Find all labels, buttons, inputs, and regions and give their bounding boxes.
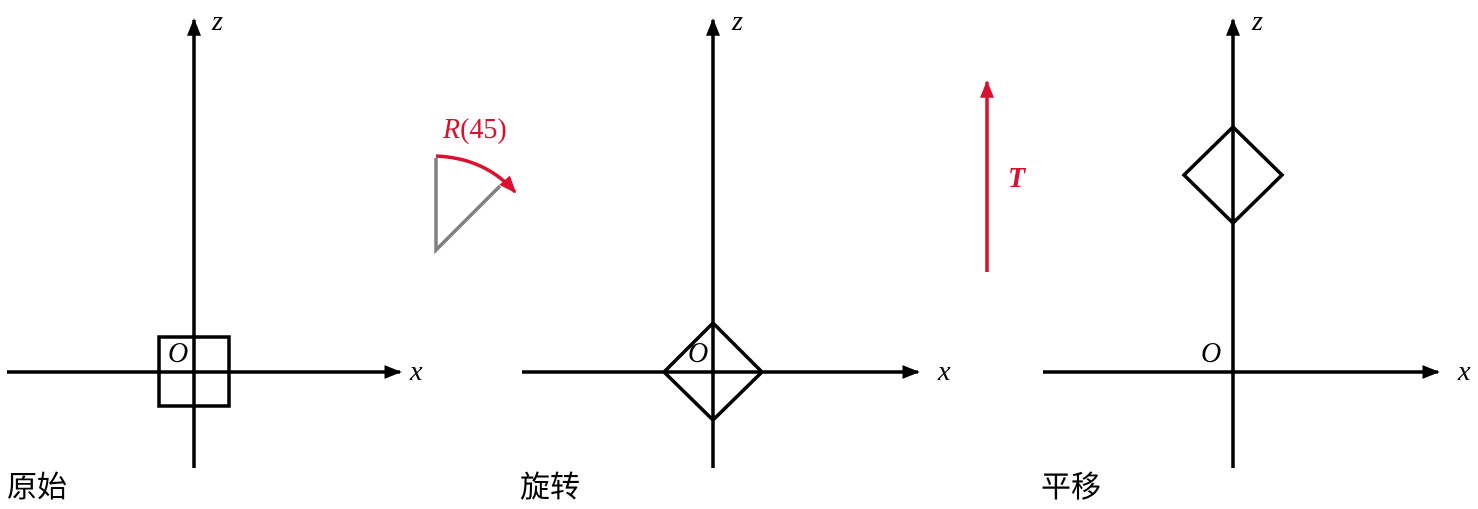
x-axis-label: x: [937, 356, 951, 387]
x-axis-label: x: [1457, 356, 1471, 387]
diamond-translated: [1181, 124, 1285, 226]
caption-translated: 平移: [1041, 470, 1101, 505]
panel-translated: x z O 平移: [1041, 6, 1471, 505]
rotation-label: R(45): [442, 114, 507, 145]
panel-original: x z O 原始: [7, 6, 423, 505]
rotation-label-prefix: R: [442, 114, 460, 145]
z-axis-label: z: [211, 6, 223, 37]
caption-original: 原始: [7, 470, 67, 505]
origin-label: O: [1201, 338, 1221, 369]
origin-label: O: [688, 338, 708, 369]
x-axis-label: x: [409, 356, 423, 387]
rotation-label-args: (45): [460, 114, 507, 145]
diamond-rotated: [661, 320, 765, 423]
square-original: [157, 335, 231, 408]
panel-rotated: x z O 旋转: [520, 6, 951, 505]
z-axis-label: z: [731, 6, 743, 37]
translation-label: T: [1008, 163, 1027, 194]
rotation-guide-wedge: [434, 158, 502, 255]
translation-operator: T: [980, 80, 1027, 272]
rotation-arc-arrow: [435, 154, 517, 194]
z-axis-label: z: [1251, 6, 1263, 37]
caption-rotated: 旋转: [520, 470, 580, 505]
rotation-operator: R(45): [434, 114, 517, 255]
origin-label: O: [168, 338, 188, 369]
